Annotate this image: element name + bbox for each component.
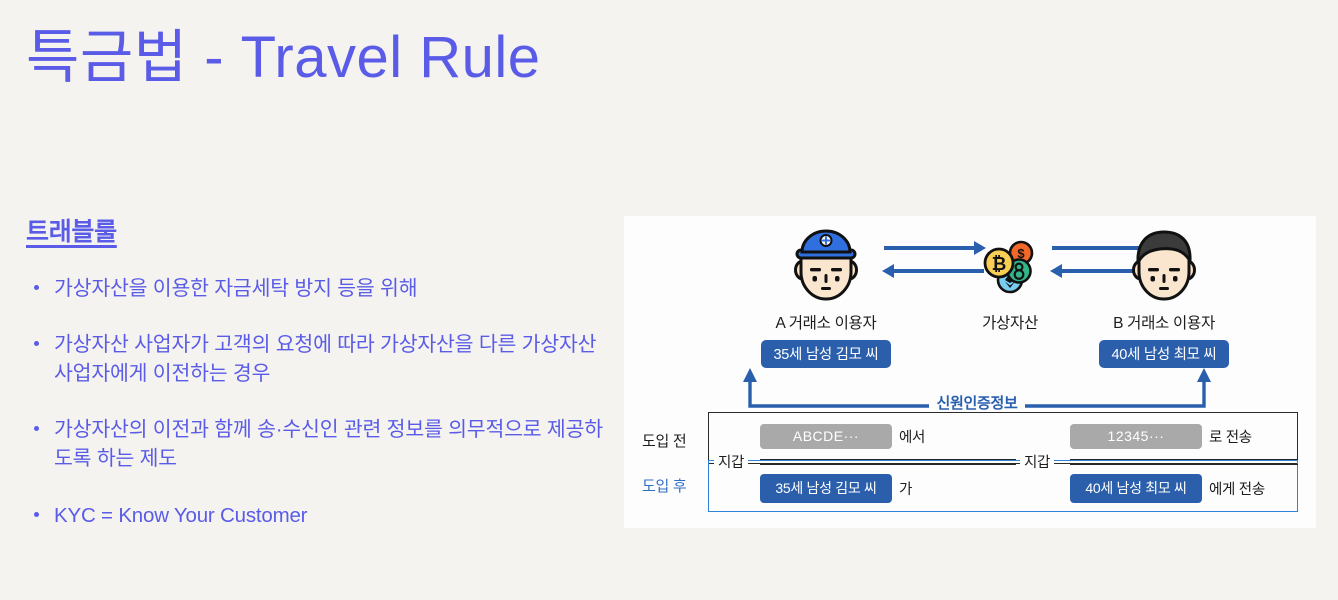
actor-a-exchange-user: A 거래소 이용자 35세 남성 김모 씨 — [736, 224, 916, 368]
crypto-asset-node: $ ₿ 가상자산 — [940, 224, 1080, 333]
wallet-divider-left — [760, 458, 1016, 465]
before-after-comparison: 도입 전 도입 후 지갑 지갑 ABCDE··· 에서 12345··· 로 전… — [642, 412, 1298, 512]
svg-text:$: $ — [1017, 246, 1025, 261]
user-dark-hair-icon — [1132, 230, 1196, 301]
bidirectional-arrow-icon — [882, 241, 986, 278]
after-sender-cell: 35세 남성 김모 씨 가 — [760, 474, 912, 503]
list-item: 가상자산 사업자가 고객의 요청에 따라 가상자산을 다른 가상자산 사업자에게… — [26, 330, 606, 388]
identity-info-bracket: 신원인증정보 — [742, 366, 1212, 414]
crypto-coins-icon: $ ₿ — [983, 240, 1034, 294]
actor-a-avatar — [736, 224, 916, 302]
left-content-column: 트래블룰 가상자산을 이용한 자금세탁 방지 등을 위해 가상자산 사업자가 고… — [26, 212, 606, 530]
before-sender-cell: ABCDE··· 에서 — [760, 424, 925, 449]
travel-rule-diagram: A 거래소 이용자 35세 남성 김모 씨 $ — [624, 216, 1316, 528]
before-receiver-chip: 12345··· — [1070, 424, 1202, 449]
list-item: KYC = Know Your Customer — [26, 501, 606, 530]
section-heading: 트래블룰 — [26, 218, 117, 246]
list-item: 가상자산의 이전과 함께 송·수신인 관련 정보를 의무적으로 제공하도록 하는… — [26, 415, 606, 473]
after-row-box — [708, 460, 1298, 512]
bullet-list: 가상자산을 이용한 자금세탁 방지 등을 위해 가상자산 사업자가 고객의 요청… — [26, 274, 606, 530]
before-sender-suffix: 에서 — [899, 430, 926, 446]
crypto-asset-avatar: $ ₿ — [940, 224, 1080, 302]
user-with-blue-cap-icon — [794, 229, 858, 301]
list-item: 가상자산을 이용한 자금세탁 방지 등을 위해 — [26, 274, 606, 303]
actor-b-avatar — [1074, 224, 1254, 302]
actor-a-identity-badge: 35세 남성 김모 씨 — [760, 340, 892, 368]
identity-info-label: 신원인증정보 — [742, 392, 1212, 413]
exchange-arrows-left — [882, 238, 986, 282]
crypto-asset-label: 가상자산 — [982, 315, 1038, 332]
before-receiver-suffix: 로 전송 — [1209, 430, 1252, 446]
wallet-divider-right — [1070, 458, 1298, 465]
actor-b-identity-badge: 40세 남성 최모 씨 — [1098, 340, 1230, 368]
after-receiver-chip: 40세 남성 최모 씨 — [1070, 474, 1202, 503]
actor-row: A 거래소 이용자 35세 남성 김모 씨 $ — [624, 216, 1316, 368]
actor-a-label: A 거래소 이용자 — [775, 315, 877, 332]
actor-b-label: B 거래소 이용자 — [1113, 315, 1215, 332]
after-sender-chip: 35세 남성 김모 씨 — [760, 474, 892, 503]
wallet-label-right: 지갑 — [1020, 451, 1055, 472]
before-row-tag: 도입 전 — [642, 433, 687, 450]
after-row-tag: 도입 후 — [642, 478, 687, 495]
after-sender-suffix: 가 — [899, 482, 913, 498]
svg-text:₿: ₿ — [992, 254, 1007, 274]
actor-b-exchange-user: B 거래소 이용자 40세 남성 최모 씨 — [1074, 224, 1254, 368]
after-receiver-suffix: 에게 전송 — [1209, 482, 1265, 498]
before-receiver-cell: 12345··· 로 전송 — [1070, 424, 1252, 449]
before-sender-chip: ABCDE··· — [760, 424, 892, 449]
wallet-label-left: 지갑 — [714, 451, 749, 472]
after-receiver-cell: 40세 남성 최모 씨 에게 전송 — [1070, 474, 1265, 503]
page-title: 특금법 - Travel Rule — [26, 25, 541, 90]
